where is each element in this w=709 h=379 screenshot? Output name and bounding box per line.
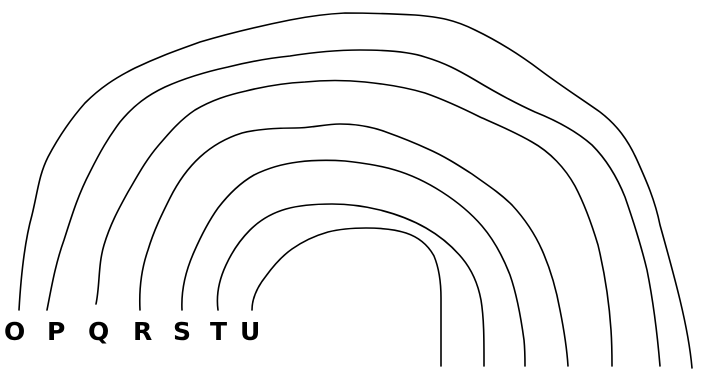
arc-label-q: Q [88, 317, 109, 346]
arc-o [19, 13, 692, 368]
arc-label-r: R [133, 317, 152, 346]
arc-s [182, 160, 525, 366]
arc-label-o: O [4, 317, 25, 346]
arc-r [140, 124, 568, 366]
arc-u [252, 228, 441, 366]
arc-label-p: P [47, 317, 65, 346]
arc-label-t: T [210, 317, 227, 346]
arc-label-s: S [173, 317, 191, 346]
arc-label-u: U [240, 317, 260, 346]
